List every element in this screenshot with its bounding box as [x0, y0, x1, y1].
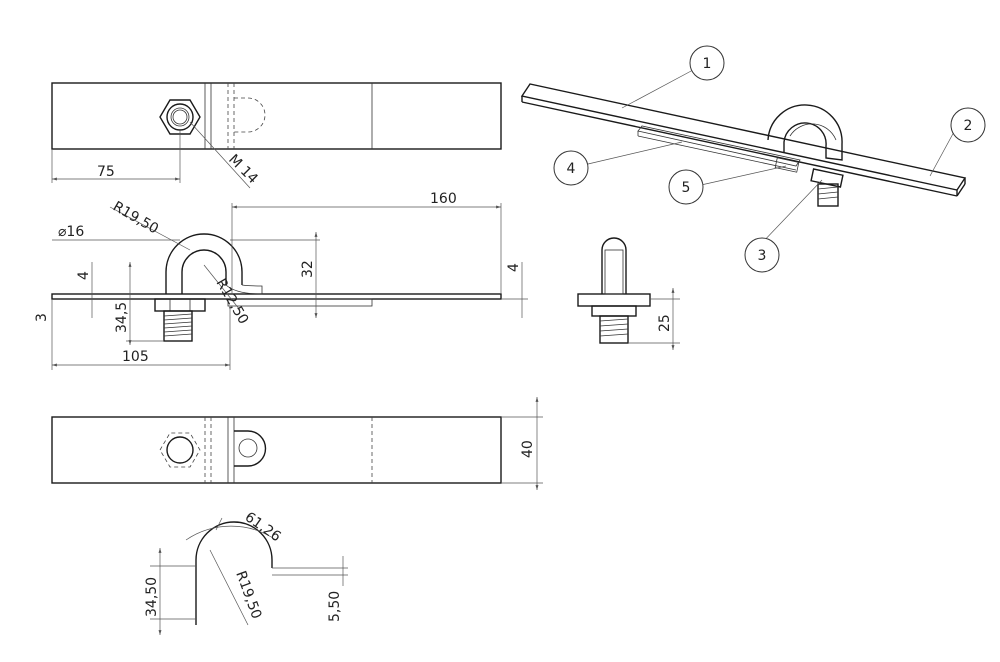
bolt-thread-front: [163, 310, 193, 342]
dim-m14: M 14: [225, 152, 261, 188]
top-view: 75 M 14: [51, 82, 502, 189]
svg-text:2: 2: [964, 118, 973, 134]
dim-dia16: ⌀16: [58, 224, 84, 240]
dim-5-50: 5,50: [327, 591, 343, 622]
side-view: 25: [577, 237, 680, 350]
dim-61-26: 61,26: [242, 509, 284, 545]
balloon-2: 2: [950, 107, 986, 143]
dim-75: 75: [97, 164, 115, 180]
balloon-1: 1: [689, 45, 725, 81]
balloon-4: 4: [553, 150, 589, 186]
bolt-thread-side: [599, 315, 629, 344]
dim-r1950: R19,50: [110, 199, 161, 238]
balloon-3: 3: [744, 237, 780, 273]
dim-160: 160: [430, 191, 457, 207]
dim-105: 105: [122, 349, 149, 365]
svg-text:5: 5: [682, 180, 691, 196]
front-view: 160 R19,50 ⌀16 32 4 4 3 34,5 R12,50 105: [34, 191, 528, 370]
hex-nut-bottom: [159, 432, 201, 468]
dim-r1250: R12,50: [213, 276, 252, 327]
hex-nut-top: [159, 99, 201, 135]
dim-4-left: 4: [76, 271, 92, 280]
detail-view: 34,50 5,50 R19,50 61,26: [144, 509, 348, 635]
dim-3: 3: [34, 313, 50, 322]
balloon-5: 5: [668, 169, 704, 205]
iso-thread: [817, 183, 839, 207]
dim-40: 40: [520, 440, 536, 458]
dim-34-50: 34,50: [144, 577, 160, 617]
dim-25: 25: [657, 314, 673, 332]
isometric-view: [520, 69, 967, 246]
dim-32: 32: [300, 260, 316, 278]
dim-r1950-detail: R19,50: [232, 569, 264, 621]
svg-text:3: 3: [758, 248, 767, 264]
dim-34-5: 34,5: [114, 302, 130, 333]
svg-text:4: 4: [567, 161, 576, 177]
bottom-view: 40: [51, 397, 543, 490]
dim-4-right: 4: [506, 263, 522, 272]
svg-text:1: 1: [703, 56, 712, 72]
